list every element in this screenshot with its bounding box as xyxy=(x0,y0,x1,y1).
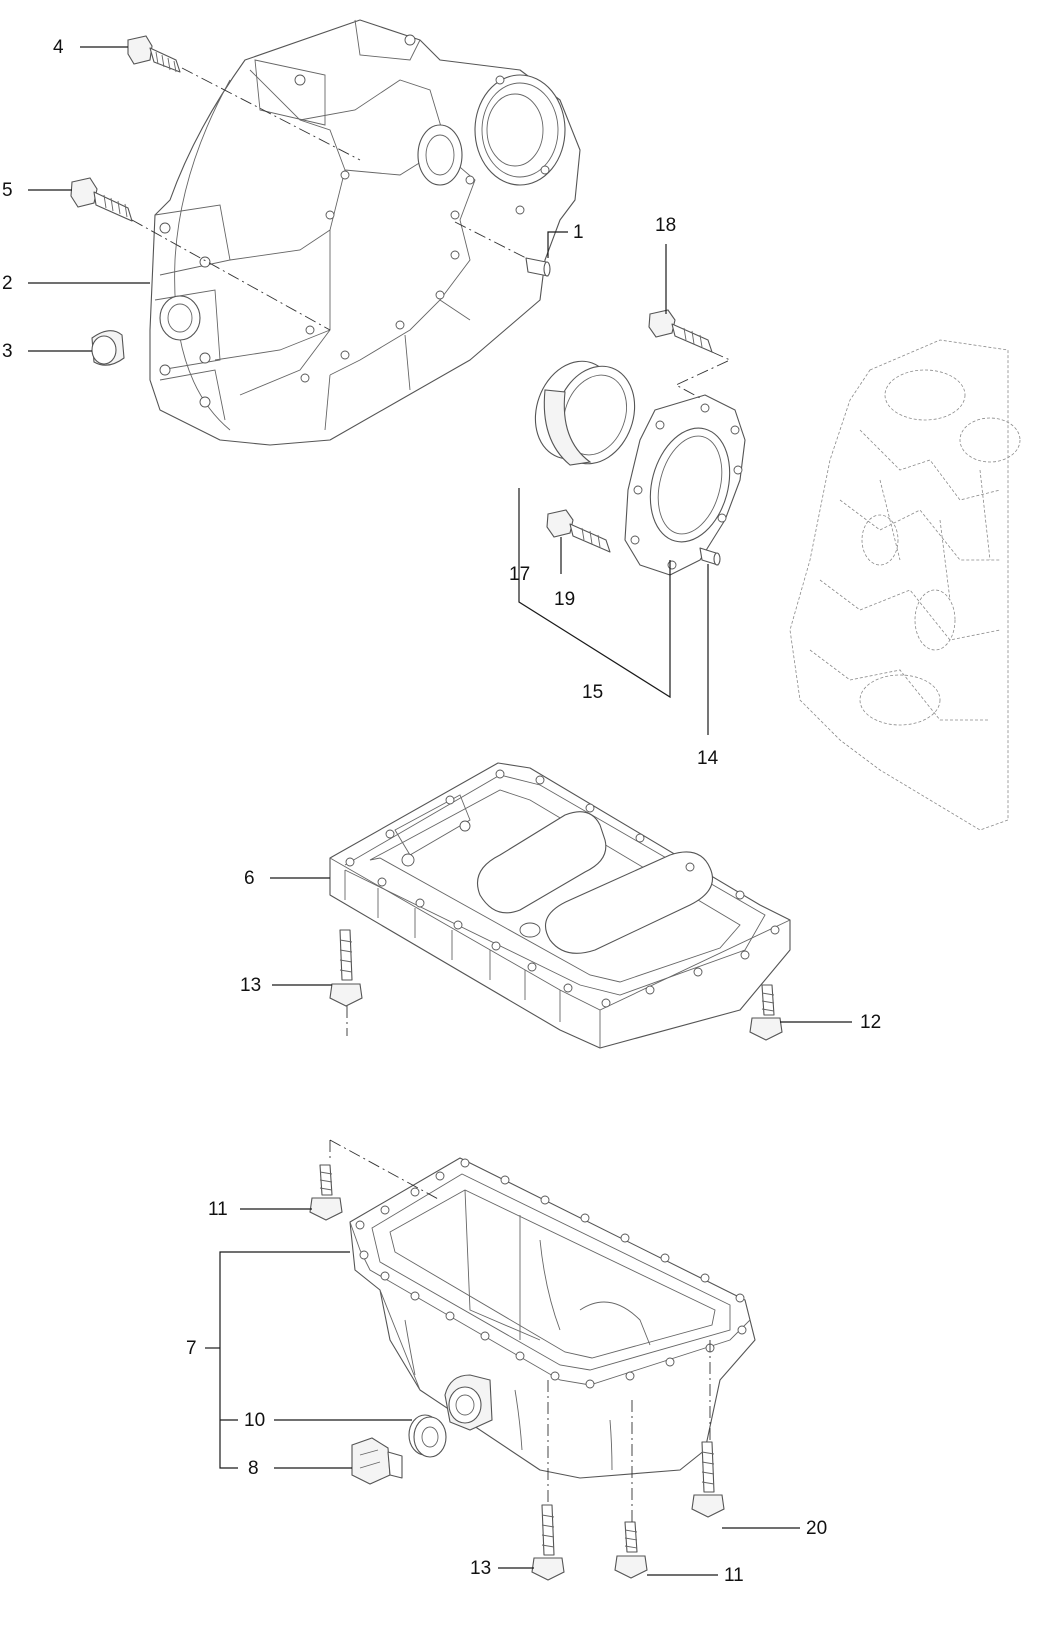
callout-6: 6 xyxy=(244,868,255,889)
callout-11-lower: 11 xyxy=(724,1565,744,1586)
callout-10: 10 xyxy=(244,1410,265,1431)
bolt-13-upper xyxy=(329,929,363,1007)
callout-4: 4 xyxy=(53,37,64,58)
bolt-18 xyxy=(648,309,713,353)
dowel-pin-1 xyxy=(525,257,551,277)
callout-7: 7 xyxy=(186,1338,197,1359)
callout-13-lower: 13 xyxy=(470,1558,491,1579)
assembly-axes xyxy=(131,67,732,1522)
bolt-11-lower xyxy=(614,1521,648,1579)
callout-18: 18 xyxy=(655,215,676,236)
leader-lines xyxy=(28,46,852,1576)
callout-labels: 4 5 2 3 1 18 17 19 15 14 6 13 12 11 7 10… xyxy=(2,37,881,1586)
washer-10 xyxy=(408,1414,447,1458)
callout-17: 17 xyxy=(509,564,530,585)
bolt-4 xyxy=(127,35,181,73)
callout-14: 14 xyxy=(697,748,719,769)
callout-2: 2 xyxy=(2,273,13,294)
flywheel-housing xyxy=(149,19,581,446)
bolt-13-lower xyxy=(531,1504,565,1581)
oil-pan-lower xyxy=(349,1157,756,1479)
dowel-pin-14 xyxy=(699,547,721,566)
plug-3 xyxy=(91,330,125,366)
callout-15: 15 xyxy=(582,682,603,703)
bolt-11-upper xyxy=(309,1164,343,1221)
callout-8: 8 xyxy=(248,1458,259,1479)
bolt-5 xyxy=(70,177,133,222)
oil-pan-upper-frame xyxy=(329,762,791,1049)
callout-3: 3 xyxy=(2,341,13,362)
callout-5: 5 xyxy=(2,180,13,201)
bolt-19 xyxy=(546,509,611,553)
bolt-12 xyxy=(749,984,783,1041)
oil-seal-ring-17 xyxy=(534,360,636,466)
callout-1: 1 xyxy=(573,222,584,243)
drain-plug-8 xyxy=(351,1437,403,1485)
callout-12: 12 xyxy=(860,1012,881,1033)
callout-13-upper: 13 xyxy=(240,975,261,996)
bolt-20 xyxy=(691,1441,725,1518)
engine-block-reference xyxy=(789,339,1021,831)
seal-retainer-plate xyxy=(624,394,746,576)
callout-11-upper: 11 xyxy=(208,1199,228,1220)
callout-20: 20 xyxy=(806,1518,827,1539)
callout-19: 19 xyxy=(554,589,575,610)
